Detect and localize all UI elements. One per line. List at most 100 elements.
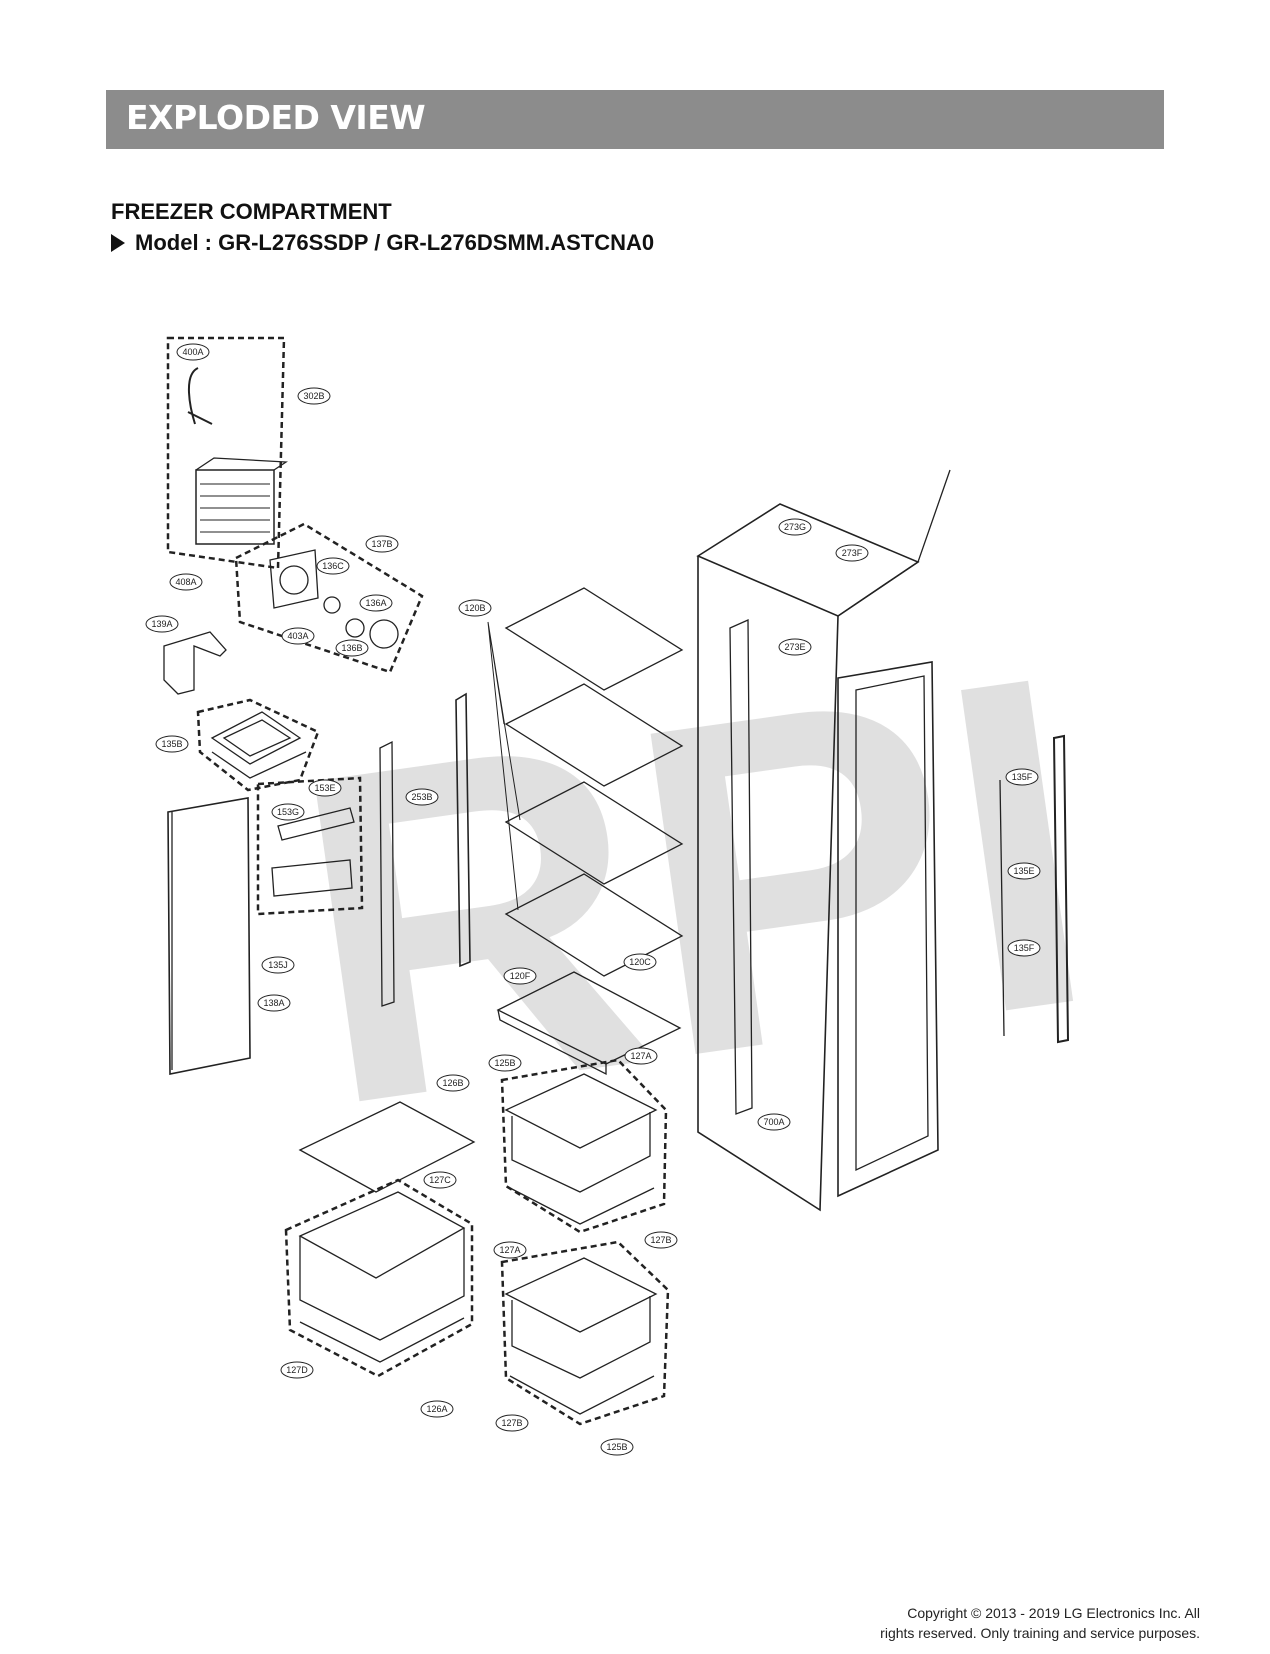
drawer-group-left-outline xyxy=(284,1178,474,1378)
shelf-5-edge xyxy=(497,1009,607,1076)
side-rail-700a xyxy=(729,619,753,1115)
shelf-2 xyxy=(504,683,684,787)
part-label-bubble xyxy=(176,343,210,361)
part-label: 127D xyxy=(286,1365,308,1375)
part-label: 138A xyxy=(263,998,284,1008)
part-label: 273F xyxy=(842,548,863,558)
part-label-bubble xyxy=(257,994,291,1012)
part-label-bubble xyxy=(1005,768,1039,786)
leader-120b xyxy=(487,621,521,911)
evaporator-group-outline xyxy=(166,336,286,570)
fan-mount xyxy=(345,618,365,638)
cabinet-side xyxy=(697,556,839,1212)
copyright-line-2: rights reserved. Only training and servi… xyxy=(880,1625,1200,1641)
control-housing xyxy=(271,859,353,897)
part-label-bubble xyxy=(623,953,657,971)
part-label-bubble xyxy=(778,638,812,656)
fan-shroud-hole xyxy=(279,565,309,595)
part-label: 127B xyxy=(650,1235,671,1245)
drawer-left-tray xyxy=(299,1317,465,1363)
drawer-right-body xyxy=(511,1112,651,1193)
drawer-right-top xyxy=(504,1073,658,1149)
rail-center xyxy=(455,692,471,968)
evaporator-fins xyxy=(200,483,270,533)
part-label: 120F xyxy=(510,971,531,981)
header-banner: EXPLODED VIEW xyxy=(106,90,1164,149)
part-label-bubble xyxy=(644,1231,678,1249)
part-label-bubble xyxy=(316,557,350,575)
control-board xyxy=(277,807,355,841)
fan-group-outline xyxy=(234,522,424,674)
part-label-bubble xyxy=(420,1400,454,1418)
rail-253b xyxy=(379,740,395,1007)
shelf-5 xyxy=(496,971,682,1065)
model-line: Model : GR-L276SSDP / GR-L276DSMM.ASTCNA… xyxy=(111,230,654,256)
cabinet-opening xyxy=(837,661,939,1198)
section-title: FREEZER COMPARTMENT xyxy=(111,199,392,224)
part-label: 127A xyxy=(630,1051,651,1061)
cabinet-back xyxy=(837,469,951,617)
part-label-bubble xyxy=(280,1361,314,1379)
part-label-bubble xyxy=(155,735,189,753)
part-label: 700A xyxy=(763,1117,784,1127)
part-label-bubble xyxy=(624,1047,658,1065)
part-label: 136A xyxy=(365,598,386,608)
cover-panel xyxy=(210,711,302,765)
part-label-bubble xyxy=(493,1241,527,1259)
part-label: 135E xyxy=(1013,866,1034,876)
fan-blade xyxy=(369,619,399,649)
drawer-cover-126b xyxy=(298,1101,476,1193)
part-label: 302B xyxy=(303,391,324,401)
part-label-bubble xyxy=(297,387,331,405)
cover-group-outline xyxy=(196,698,320,792)
part-label: 273G xyxy=(784,522,806,532)
model-text: Model : GR-L276SSDP / GR-L276DSMM.ASTCNA… xyxy=(135,230,655,255)
part-label: 127C xyxy=(429,1175,451,1185)
part-label: 273E xyxy=(784,642,805,652)
diagram-linework xyxy=(163,336,1070,1426)
fan-motor xyxy=(323,596,341,614)
part-label-bubble xyxy=(169,573,203,591)
part-label-bubble xyxy=(778,518,812,536)
fan-shroud xyxy=(269,549,319,609)
drawer-group-right-top-outline xyxy=(500,1058,668,1234)
cover-base xyxy=(211,751,307,779)
part-label: 135F xyxy=(1012,772,1033,782)
watermark-text: RPI xyxy=(269,576,1118,1205)
part-label: 153E xyxy=(314,783,335,793)
part-label-bubble xyxy=(503,967,537,985)
part-label: 139A xyxy=(151,619,172,629)
part-label-bubble xyxy=(600,1438,634,1456)
part-label-bubble xyxy=(405,788,439,806)
part-label-bubble xyxy=(271,803,305,821)
control-group-outline xyxy=(256,776,364,916)
part-label: 408A xyxy=(175,577,196,587)
door-wire xyxy=(999,779,1005,1037)
play-triangle-icon xyxy=(111,234,125,252)
part-label-bubble xyxy=(365,535,399,553)
left-panel xyxy=(167,797,251,1075)
part-label: 126A xyxy=(426,1404,447,1414)
part-label-bubble xyxy=(335,639,369,657)
part-label-bubble xyxy=(458,599,492,617)
evaporator-top xyxy=(195,457,288,471)
shelf-4 xyxy=(504,873,684,977)
part-label: 120B xyxy=(464,603,485,613)
part-label: 125B xyxy=(494,1058,515,1068)
drawer-right2-top xyxy=(504,1257,658,1333)
part-label: 135F xyxy=(1014,943,1035,953)
part-label-bubble xyxy=(145,615,179,633)
part-label: 126B xyxy=(442,1078,463,1088)
drawer-left-body xyxy=(299,1228,465,1341)
part-label: 127B xyxy=(501,1418,522,1428)
part-label-bubble xyxy=(488,1054,522,1072)
part-label: 125B xyxy=(606,1442,627,1452)
part-label-bubble xyxy=(495,1414,529,1432)
part-label: 135J xyxy=(268,960,288,970)
part-label: 136B xyxy=(341,643,362,653)
shelf-3 xyxy=(504,781,684,885)
part-label-bubble xyxy=(261,956,295,974)
drawer-right2-tray xyxy=(509,1375,655,1415)
part-label: 135B xyxy=(161,739,182,749)
